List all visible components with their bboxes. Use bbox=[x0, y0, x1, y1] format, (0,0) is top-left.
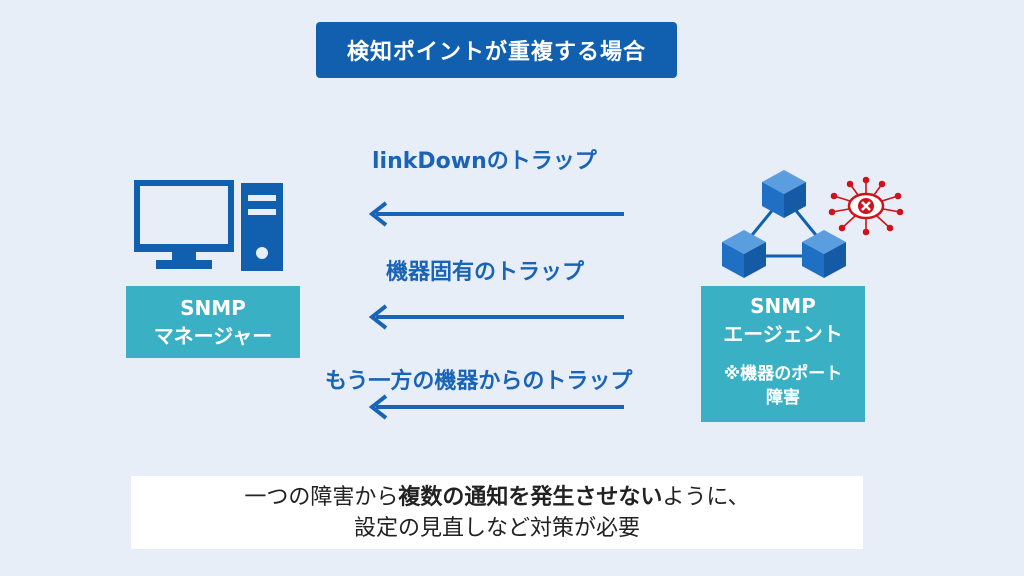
conclusion-line2: 設定の見直しなど対策が必要 bbox=[353, 516, 640, 541]
diagram-title: 検知ポイントが重複する場合 bbox=[316, 22, 677, 78]
conclusion-post: ように、 bbox=[662, 485, 750, 510]
computer-tower-icon bbox=[241, 183, 283, 271]
manager-label-line2: マネージャー bbox=[153, 324, 273, 348]
trap-arrow-3 bbox=[368, 394, 624, 420]
agent-label-line1: SNMP bbox=[750, 294, 816, 318]
conclusion-pre: 一つの障害から bbox=[244, 485, 399, 510]
conclusion-emphasis: 複数の通知を発生させない bbox=[398, 485, 663, 510]
snmp-manager-box: SNMP マネージャー bbox=[126, 286, 300, 358]
conclusion-note: 一つの障害から複数の通知を発生させないように、 設定の見直しなど対策が必要 bbox=[131, 476, 863, 549]
trap-label-device-specific: 機器固有のトラップ bbox=[386, 260, 585, 285]
agent-fault-note: ※機器のポート 障害 bbox=[701, 362, 865, 410]
trap-arrow-2 bbox=[368, 304, 624, 330]
computer-monitor-icon bbox=[134, 180, 234, 269]
trap-label-linkdown: linkDownのトラップ bbox=[372, 149, 597, 174]
virus-error-icon bbox=[828, 176, 904, 236]
manager-label-line1: SNMP bbox=[180, 296, 246, 320]
trap-label-other-device: もう一方の機器からのトラップ bbox=[325, 369, 633, 394]
trap-arrow-1 bbox=[368, 201, 624, 227]
agent-label-line2: エージェント bbox=[723, 322, 843, 346]
network-cubes-icon bbox=[722, 170, 846, 278]
conclusion-line1: 一つの障害から複数の通知を発生させないように、 bbox=[131, 482, 863, 513]
agent-note-line2: 障害 bbox=[766, 388, 800, 408]
snmp-agent-box: SNMP エージェント ※機器のポート 障害 bbox=[701, 286, 865, 422]
agent-note-line1: ※機器のポート bbox=[723, 364, 843, 384]
